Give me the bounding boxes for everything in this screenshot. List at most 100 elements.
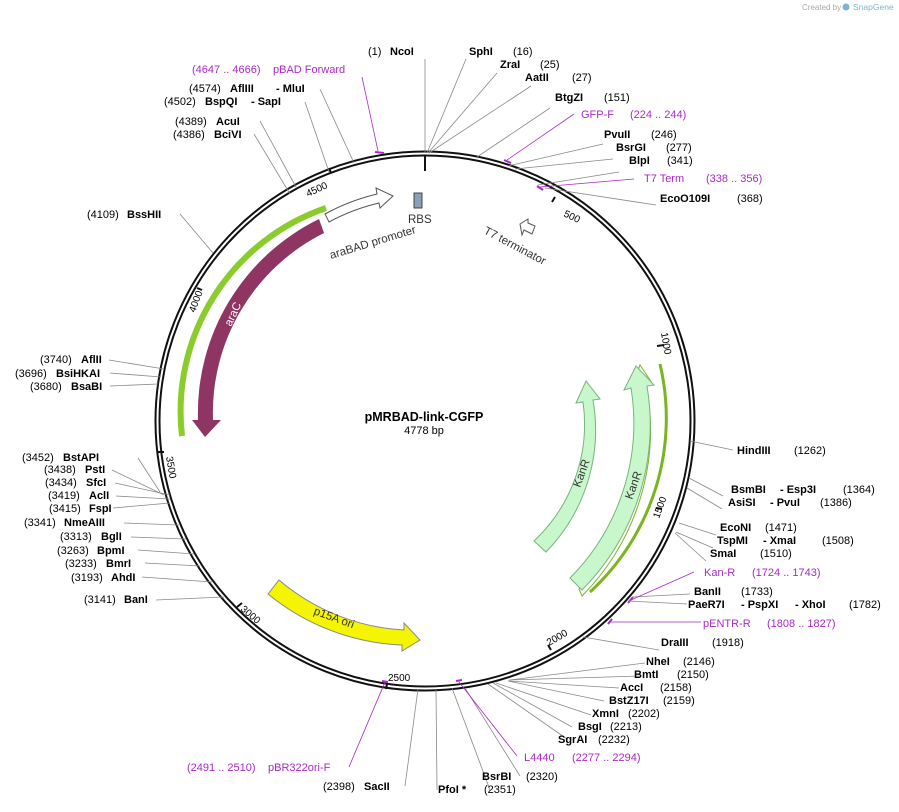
site-sfci-pos: (3434) [45, 477, 77, 489]
snapgene-logo-icon [842, 3, 850, 11]
t7-terminator-arrow[interactable] [519, 218, 536, 237]
t7-terminator-label: T7 terminator [482, 225, 548, 268]
site-sapi[interactable]: - SapI [251, 96, 281, 108]
site-econi[interactable]: EcoNI [720, 522, 751, 534]
site-bsshii-pos: (4109) [87, 209, 119, 221]
site-hindiii-pos: (1262) [794, 445, 826, 457]
primer-pbad-forward[interactable]: pBAD Forward [273, 64, 345, 76]
site-hindiii[interactable]: HindIII [737, 445, 771, 457]
leader-lines [108, 58, 734, 791]
site-smai[interactable]: SmaI [710, 548, 736, 560]
site-bsrgi-pos: (277) [666, 142, 692, 154]
site-psti[interactable]: PstI [85, 464, 105, 476]
tick-1000: 1000 [658, 332, 673, 356]
kanr-inner-arrow[interactable] [533, 380, 601, 553]
site-sgrai[interactable]: SgrAI [558, 734, 587, 746]
site-sphi-pos: (16) [513, 46, 533, 58]
primer-l4440-pos: (2277 .. 2294) [572, 752, 641, 764]
tick-3000: 3000 [238, 604, 262, 627]
site-blpi[interactable]: BlpI [629, 155, 650, 167]
site-tspmi-pos: (1508) [822, 535, 854, 547]
primer-gfp-f-pos: (224 .. 244) [630, 109, 686, 121]
site-acci-pos: (2158) [660, 682, 692, 694]
site-bgli[interactable]: BglI [101, 531, 122, 543]
site-econi-pos: (1471) [765, 522, 797, 534]
site-asisi[interactable]: AsiSI [728, 497, 756, 509]
site-bmri-pos: (3233) [65, 558, 97, 570]
site-btgzi[interactable]: BtgZI [555, 92, 583, 104]
site-aflii[interactable]: AflII [81, 354, 102, 366]
site-sphi[interactable]: SphI [469, 46, 493, 58]
site-ahdi-pos: (3193) [71, 572, 103, 584]
site-bspqi-pos: (4502) [164, 96, 196, 108]
site-bcivi[interactable]: BciVI [214, 129, 242, 141]
site-bsrbi[interactable]: BsrBI [482, 771, 511, 783]
site-pvuii[interactable]: PvuII [604, 129, 630, 141]
site-bsihkai-pos: (3696) [15, 368, 47, 380]
site-bsgi[interactable]: BsgI [578, 721, 602, 733]
kanr-orf-arrow [588, 363, 668, 594]
site-bsrbi-pos: (2320) [526, 771, 558, 783]
site-ncoi[interactable]: NcoI [390, 46, 414, 58]
site-bcivi-pos: (4386) [173, 129, 205, 141]
arac-label: araC [223, 301, 244, 329]
site-acui[interactable]: AcuI [216, 116, 240, 128]
site-fspi[interactable]: FspI [89, 503, 112, 515]
primer-pentr-r[interactable]: pENTR-R [703, 618, 751, 630]
site-sacii[interactable]: SacII [364, 781, 390, 793]
primer-l4440[interactable]: L4440 [524, 752, 555, 764]
p15a-ori-arrow[interactable] [267, 579, 421, 652]
site-pspxi[interactable]: - PspXI [741, 599, 778, 611]
site-bsgi-pos: (2213) [610, 721, 642, 733]
site-afliii[interactable]: AflIII [230, 83, 254, 95]
site-paer7i[interactable]: PaeR7I [688, 599, 725, 611]
site-draiii[interactable]: DraIII [661, 637, 689, 649]
site-bmti[interactable]: BmtI [634, 669, 658, 681]
site-bsshii[interactable]: BssHII [127, 209, 161, 221]
primer-pbr322ori-f[interactable]: pBR322ori-F [268, 762, 331, 774]
primer-kan-r[interactable]: Kan-R [704, 567, 735, 579]
site-acui-pos: (4389) [175, 116, 207, 128]
site-nmeaiii[interactable]: NmeAIII [64, 517, 105, 529]
site-xmni-pos: (2202) [628, 708, 660, 720]
site-tspmi[interactable]: TspMI [717, 535, 748, 547]
primer-t7-term[interactable]: T7 Term [644, 173, 684, 185]
primer-pbr322ori-f-pos: (2491 .. 2510) [187, 762, 256, 774]
site-sfci[interactable]: SfcI [86, 477, 106, 489]
site-aatii-pos: (27) [572, 72, 592, 84]
primer-gfp-f[interactable]: GFP-F [581, 109, 614, 121]
site-ahdi[interactable]: AhdI [111, 572, 135, 584]
site-mlui[interactable]: - MluI [276, 83, 305, 95]
site-bstapi[interactable]: BstAPI [63, 452, 99, 464]
site-banii[interactable]: BanII [694, 586, 721, 598]
site-bmri[interactable]: BmrI [106, 558, 131, 570]
site-bpmi[interactable]: BpmI [97, 545, 125, 557]
site-esp3i[interactable]: - Esp3I [780, 484, 816, 496]
arabad-promoter-arrow[interactable] [324, 187, 394, 223]
site-zrai[interactable]: ZraI [500, 59, 520, 71]
site-bsihkai[interactable]: BsiHKAI [56, 368, 100, 380]
arac-arrow[interactable] [192, 219, 324, 437]
tick-500: 500 [562, 209, 582, 226]
site-nhei[interactable]: NheI [646, 656, 670, 668]
kanr-outer-arrow[interactable] [569, 365, 656, 591]
site-bspqi[interactable]: BspQI [205, 96, 237, 108]
site-acci[interactable]: AccI [620, 682, 643, 694]
site-bsrgi[interactable]: BsrGI [616, 142, 646, 154]
site-bstz17i[interactable]: BstZ17I [609, 695, 649, 707]
site-xhoi[interactable]: - XhoI [795, 599, 826, 611]
site-bsmbi[interactable]: BsmBI [731, 484, 766, 496]
site-ecoo109i[interactable]: EcoO109I [660, 193, 710, 205]
site-ecoo109i-pos: (368) [737, 193, 763, 205]
site-acli[interactable]: AclI [89, 490, 109, 502]
site-bsabi[interactable]: BsaBI [71, 381, 102, 393]
rbs-box[interactable] [413, 192, 423, 209]
site-fspi-pos: (3415) [49, 503, 81, 515]
site-xmai[interactable]: - XmaI [763, 535, 796, 547]
site-bani[interactable]: BanI [124, 594, 148, 606]
site-afiii-pos: (3740) [40, 354, 72, 366]
site-pfoi[interactable]: PfoI * [438, 784, 467, 796]
site-xmni[interactable]: XmnI [592, 708, 619, 720]
site-pvui[interactable]: - PvuI [770, 497, 800, 509]
site-aatii[interactable]: AatII [525, 72, 549, 84]
